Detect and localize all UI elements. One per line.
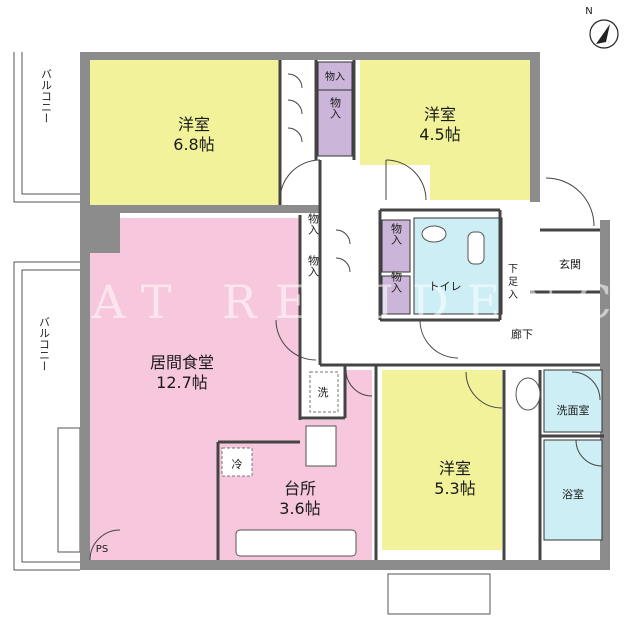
washroom: [543, 369, 603, 433]
room-kitchen: [218, 370, 372, 560]
shoe-box-label-3: 入: [508, 290, 518, 301]
balcony-upper-label: バルコニー: [40, 69, 53, 124]
closet-1: [317, 61, 353, 91]
closet-3-label: 物入: [307, 212, 320, 235]
washer-label: 洗: [318, 386, 329, 399]
room-western-5-3-size: 5.3帖: [434, 479, 475, 498]
room-ldk-name: 居間食堂: [150, 353, 214, 372]
room-western-6-8-size: 6.8帖: [173, 135, 214, 154]
room-kitchen-name: 台所: [284, 479, 316, 498]
hallway-label: 廊下: [511, 327, 533, 341]
closet-1-label: 物入: [325, 70, 345, 83]
room-western-5-3-name: 洋室: [439, 459, 471, 478]
closet-4-label: 物入: [307, 254, 320, 277]
fridge-label: 冷: [232, 458, 243, 471]
toilet-label: トイレ: [429, 280, 462, 293]
room-western-4-5-size: 4.5帖: [419, 125, 460, 144]
room-western-6-8-name: 洋室: [178, 115, 210, 134]
washroom-label: 洗面室: [557, 403, 590, 417]
bathroom-label: 浴室: [562, 487, 584, 501]
entrance-label: 玄関: [559, 257, 581, 271]
exterior-walls: [80, 52, 610, 570]
balcony-lower: [13, 261, 81, 571]
closet-3: [381, 219, 411, 273]
closet-2-label: 物入: [329, 96, 342, 119]
watermark-text: AT RESIDENCE: [91, 275, 640, 329]
balcony-lower-label: バルコニー: [38, 317, 51, 372]
fixtures: [221, 225, 541, 615]
room-ldk-size: 12.7帖: [156, 373, 208, 392]
room-western-4-5-name: 洋室: [424, 105, 456, 124]
room-ldk: [90, 218, 300, 560]
room-kitchen-size: 3.6帖: [279, 499, 320, 518]
closet-6-label: 物入: [390, 270, 403, 293]
north-compass: N: [585, 6, 619, 49]
closet-2: [317, 89, 353, 157]
bathroom: [543, 439, 603, 541]
balcony-upper: [13, 52, 80, 203]
room-western-5-3: [382, 370, 502, 550]
room-western-6-8: [90, 60, 280, 205]
closet-5-label: 物入: [390, 222, 403, 245]
room-western-4-5-ext: [430, 60, 530, 200]
ps-label: PS: [96, 544, 108, 555]
closet-4: [381, 275, 411, 315]
door-swings: [89, 73, 603, 561]
shoe-box-label-1: 下: [508, 264, 518, 275]
shoe-box-label-2: 足: [508, 276, 518, 288]
north-label: N: [585, 6, 592, 17]
